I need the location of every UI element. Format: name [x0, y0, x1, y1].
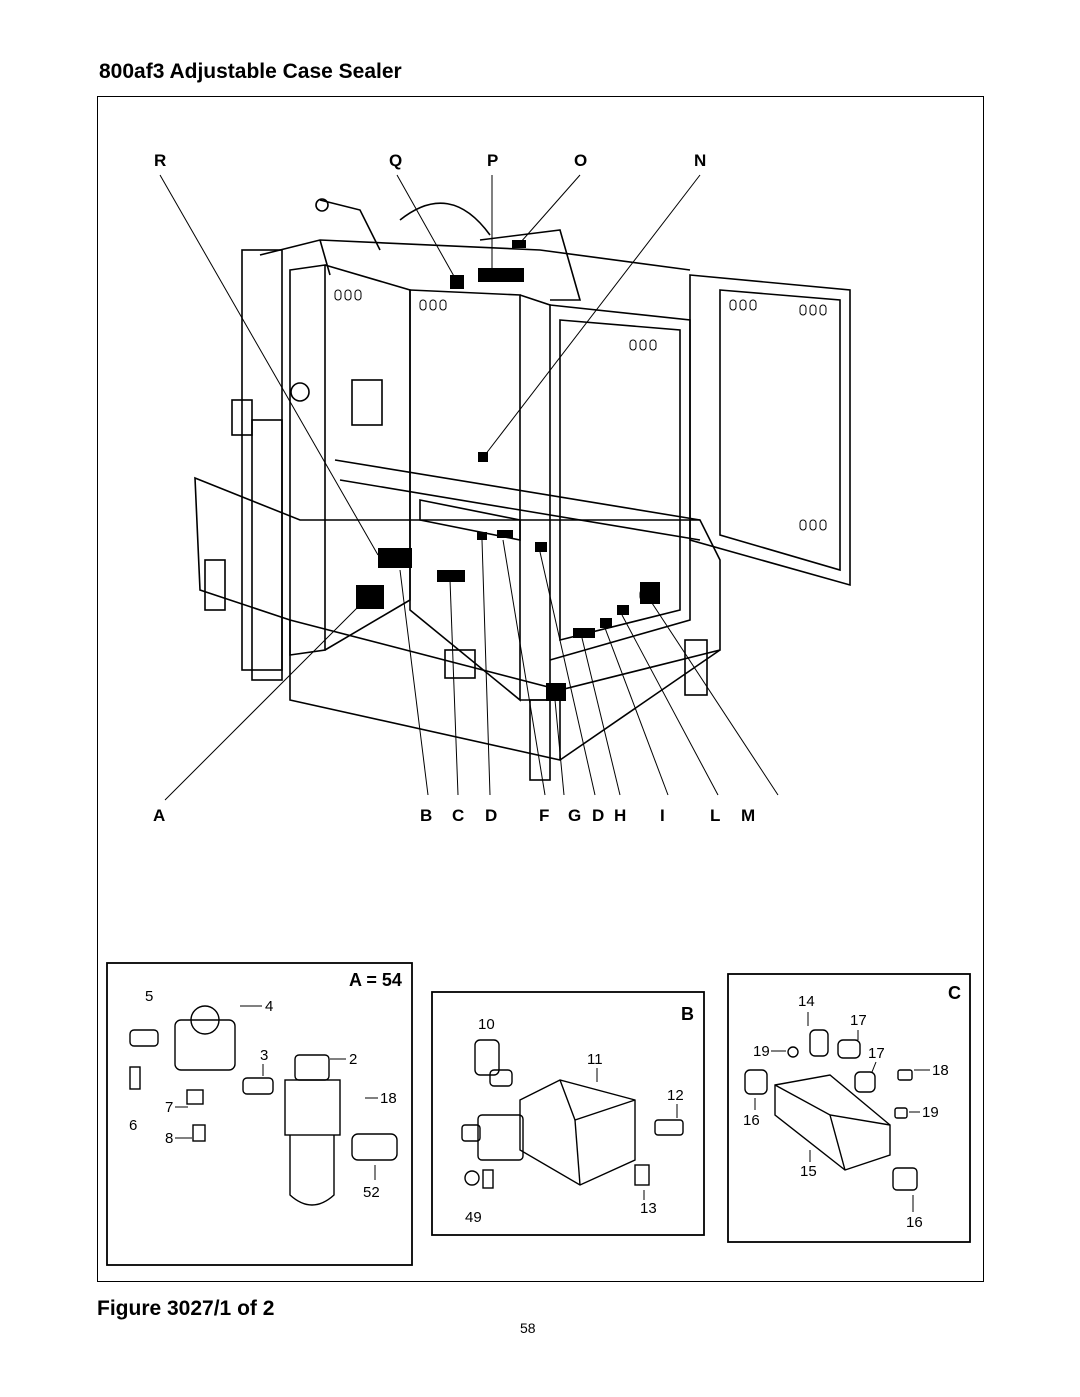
- part-2: 2: [349, 1051, 357, 1068]
- part-8: 8: [165, 1130, 173, 1147]
- machine-drawing: [194, 198, 851, 781]
- part-52: 52: [363, 1184, 380, 1201]
- part-12: 12: [667, 1087, 684, 1104]
- callout-d2: D: [592, 806, 604, 825]
- part-13: 13: [640, 1200, 657, 1217]
- detail-b: B 10 11 12 49 13: [431, 991, 705, 1236]
- part-3: 3: [260, 1047, 268, 1064]
- callout-m: M: [741, 806, 755, 825]
- callout-a: A: [153, 806, 165, 825]
- part-18-c: 18: [932, 1062, 949, 1079]
- part-17b: 17: [868, 1045, 885, 1062]
- callout-g: G: [568, 806, 581, 825]
- panel-slots: [334, 289, 827, 601]
- part-4: 4: [265, 998, 273, 1015]
- callout-c: C: [452, 806, 464, 825]
- part-19a: 19: [753, 1043, 770, 1060]
- detail-b-label: B: [681, 1004, 694, 1024]
- part-19b: 19: [922, 1104, 939, 1121]
- part-15: 15: [800, 1163, 817, 1180]
- callout-f: F: [539, 806, 549, 825]
- figure-caption: Figure 3027/1 of 2: [97, 1297, 275, 1320]
- detail-a-label: A = 54: [349, 970, 402, 990]
- page-title: 800af3 Adjustable Case Sealer: [99, 60, 402, 83]
- part-49: 49: [465, 1209, 482, 1226]
- callout-b: B: [420, 806, 432, 825]
- pneumatic-components: [356, 240, 660, 701]
- callout-l: L: [710, 806, 720, 825]
- figure-frame: [97, 96, 984, 1282]
- detail-c: C 14 17 19 17 18 16 19 15 16: [727, 973, 971, 1243]
- part-16b: 16: [906, 1214, 923, 1231]
- detail-c-label: C: [948, 983, 961, 1003]
- callout-n: N: [694, 151, 706, 170]
- callout-d: D: [485, 806, 497, 825]
- page-number: 58: [520, 1320, 536, 1336]
- part-14: 14: [798, 993, 815, 1010]
- callout-h: H: [614, 806, 626, 825]
- part-10: 10: [478, 1016, 495, 1033]
- part-11: 11: [587, 1051, 603, 1068]
- part-6: 6: [129, 1117, 137, 1134]
- part-17a: 17: [850, 1012, 867, 1029]
- callout-i: I: [660, 806, 665, 825]
- part-16a: 16: [743, 1112, 760, 1129]
- detail-a: A = 54 5 4 3 2 18 7 6 8 52: [106, 962, 413, 1266]
- part-5: 5: [145, 988, 153, 1005]
- callout-r: R: [154, 151, 166, 170]
- leader-lines: [159, 174, 779, 801]
- callout-p: P: [487, 151, 498, 170]
- callout-q: Q: [389, 151, 402, 170]
- part-7: 7: [165, 1099, 173, 1116]
- callout-o: O: [574, 151, 587, 170]
- part-18: 18: [380, 1090, 397, 1107]
